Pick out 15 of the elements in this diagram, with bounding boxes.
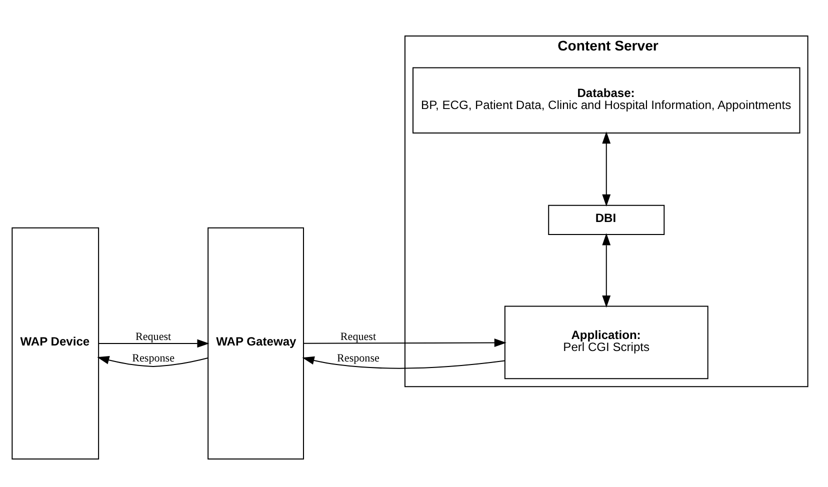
node-box: Database: BP, ECG, Patient Data, Clinic and Hospital Information, Appointments (412, 67, 800, 134)
arrow (304, 338, 506, 347)
edge-label: Request (340, 331, 376, 344)
node-box: WAP Device (12, 227, 100, 460)
edge-label: Response (132, 352, 174, 364)
arrow (98, 339, 210, 348)
arrow (602, 233, 611, 308)
node-box: DBI (548, 204, 665, 235)
arrow (97, 356, 208, 367)
arrow (302, 356, 505, 369)
node-box: Application: Perl CGI Scripts (504, 306, 708, 380)
arrow (602, 132, 611, 206)
edge-label: Request (136, 331, 172, 344)
edge-label: Response (337, 352, 380, 364)
node-box: WAP Gateway (208, 227, 304, 460)
